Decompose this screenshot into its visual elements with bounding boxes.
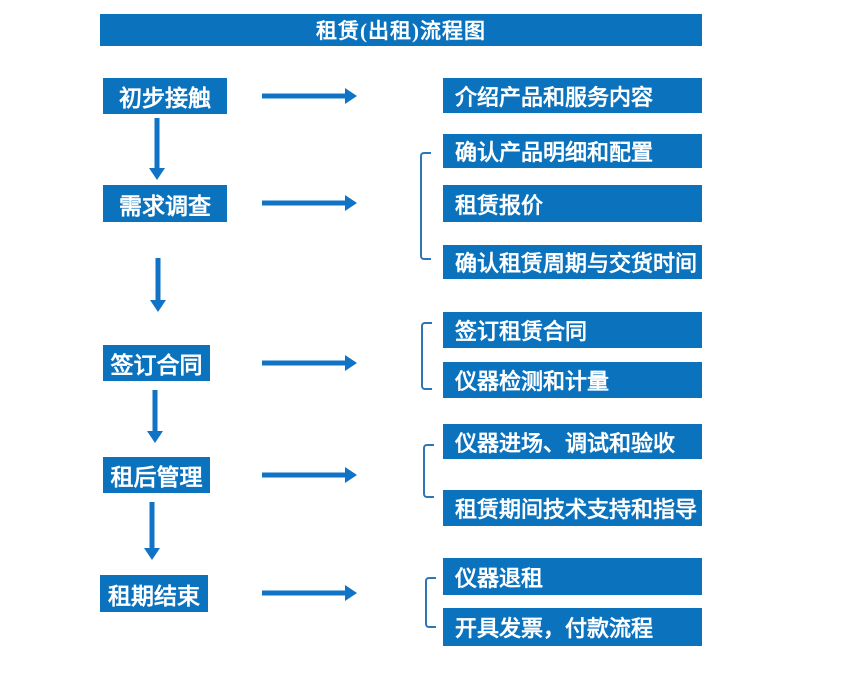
arrow-head xyxy=(150,300,166,312)
arrow-shaft xyxy=(262,590,345,596)
arrow-head xyxy=(345,467,357,483)
arrow-head xyxy=(345,88,357,104)
group-bracket-icon xyxy=(421,322,432,390)
detail-box-sign-rental-contract: 签订租赁合同 xyxy=(443,312,702,348)
detail-box-instrument-inspection: 仪器检测和计量 xyxy=(443,362,702,398)
down-arrow-icon xyxy=(144,502,160,560)
group-bracket-icon xyxy=(425,577,436,628)
detail-box-technical-support: 租赁期间技术支持和指导 xyxy=(443,490,702,526)
stage-box-post-rental-management: 租后管理 xyxy=(103,457,210,493)
arrow-head xyxy=(345,195,357,211)
down-arrow-icon xyxy=(149,118,165,180)
page-title: 租赁(出租)流程图 xyxy=(316,19,486,43)
arrow-shaft xyxy=(262,472,345,478)
right-arrow-icon xyxy=(262,467,357,483)
arrow-head xyxy=(144,548,160,560)
detail-box-instrument-setup-acceptance: 仪器进场、调试和验收 xyxy=(443,424,702,459)
detail-box-confirm-period-delivery: 确认租赁周期与交货时间 xyxy=(443,245,702,279)
right-arrow-icon xyxy=(262,195,357,211)
title-banner: 租赁(出租)流程图 xyxy=(100,14,702,46)
arrow-head xyxy=(345,355,357,371)
down-arrow-icon xyxy=(147,390,163,443)
arrow-shaft xyxy=(262,200,345,206)
arrow-shaft xyxy=(149,502,155,548)
arrow-shaft xyxy=(262,360,345,366)
right-arrow-icon xyxy=(262,88,357,104)
stage-box-initial-contact: 初步接触 xyxy=(103,78,227,114)
detail-box-introduce-products: 介绍产品和服务内容 xyxy=(443,78,702,113)
stage-box-demand-survey: 需求调查 xyxy=(103,185,227,222)
detail-box-instrument-return: 仪器退租 xyxy=(443,558,702,595)
detail-box-confirm-details-config: 确认产品明细和配置 xyxy=(443,134,702,168)
arrow-shaft xyxy=(154,118,160,168)
detail-box-rental-quote: 租赁报价 xyxy=(443,185,702,222)
arrow-shaft xyxy=(152,390,158,431)
right-arrow-icon xyxy=(262,355,357,371)
detail-box-invoice-payment: 开具发票，付款流程 xyxy=(443,608,702,646)
stage-box-rental-end: 租期结束 xyxy=(100,575,208,612)
stage-box-sign-contract: 签订合同 xyxy=(103,345,210,381)
arrow-shaft xyxy=(155,258,161,300)
arrow-head xyxy=(345,585,357,601)
group-bracket-icon xyxy=(423,444,434,498)
right-arrow-icon xyxy=(262,585,357,601)
arrow-head xyxy=(147,431,163,443)
arrow-shaft xyxy=(262,93,345,99)
arrow-head xyxy=(149,168,165,180)
down-arrow-icon xyxy=(150,258,166,312)
group-bracket-icon xyxy=(420,152,431,260)
